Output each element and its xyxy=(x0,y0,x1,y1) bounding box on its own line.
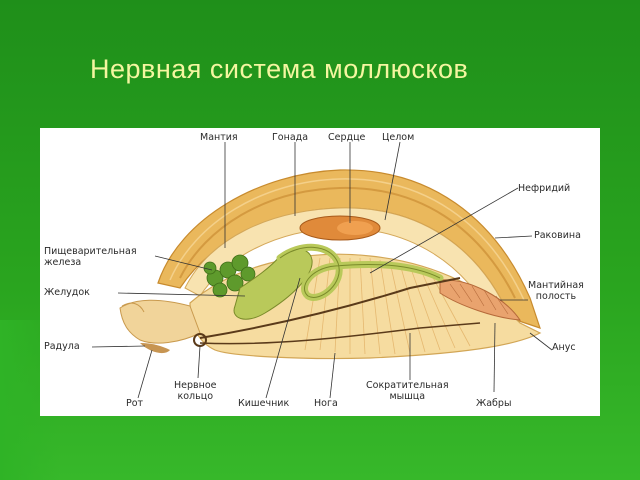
label-muscle-line2: мышца xyxy=(389,391,426,402)
label-mantle: Мантия xyxy=(200,132,238,143)
label-mantle-cavity-line2: полость xyxy=(535,291,577,302)
heart-shape xyxy=(337,221,373,235)
tentacle-shape xyxy=(121,302,145,313)
label-nerve-ring-line2: кольцо xyxy=(177,391,214,402)
label-mantle-cavity: Мантийная полость xyxy=(528,280,584,302)
label-mantle-cavity-line1: Мантийная xyxy=(528,280,584,291)
nerve-cord xyxy=(199,277,461,339)
label-gonad: Гонада xyxy=(272,132,309,143)
label-coelom: Целом xyxy=(382,132,415,143)
mollusc-anatomy-diagram: Мантия Гонада Сердце Целом Нефридий Рако… xyxy=(40,128,600,416)
digestive-gland-shape xyxy=(203,254,256,298)
slide-title: Нервная система моллюсков xyxy=(90,54,469,84)
label-anus: Анус xyxy=(552,342,576,353)
label-gills: Жабры xyxy=(476,398,512,409)
label-nerve-ring-line1: Нервное xyxy=(174,380,217,391)
label-radula: Радула xyxy=(44,341,80,352)
gill-lamellae xyxy=(449,283,509,315)
mollusc-illustration xyxy=(91,141,553,399)
label-digestive-gland-line2: железа xyxy=(44,257,82,268)
label-digestive-gland-line1: Пищеварительная xyxy=(44,246,137,257)
label-heart: Сердце xyxy=(328,132,366,143)
label-shell: Раковина xyxy=(534,230,581,241)
label-foot: Нога xyxy=(314,398,338,409)
shell-ridge-line xyxy=(169,178,525,301)
label-digestive-gland: Пищеварительная железа xyxy=(44,246,137,268)
label-mouth: Рот xyxy=(126,398,144,409)
shell-ridges xyxy=(179,186,516,299)
stomach-shape xyxy=(233,248,313,320)
nerve-cord-lower xyxy=(199,322,481,345)
label-muscle: Сократительная мышца xyxy=(366,380,449,402)
label-stomach: Желудок xyxy=(44,287,90,298)
intestine-outline xyxy=(279,246,441,298)
label-intestine: Кишечник xyxy=(238,398,290,409)
gills-shape xyxy=(439,279,522,321)
head-shape xyxy=(119,299,201,344)
leader-lines xyxy=(91,141,553,399)
radula-shape xyxy=(140,343,170,354)
label-nerve-ring: Нервное кольцо xyxy=(174,380,217,402)
label-nephridium: Нефридий xyxy=(518,183,571,194)
label-muscle-line1: Сократительная xyxy=(366,380,449,391)
